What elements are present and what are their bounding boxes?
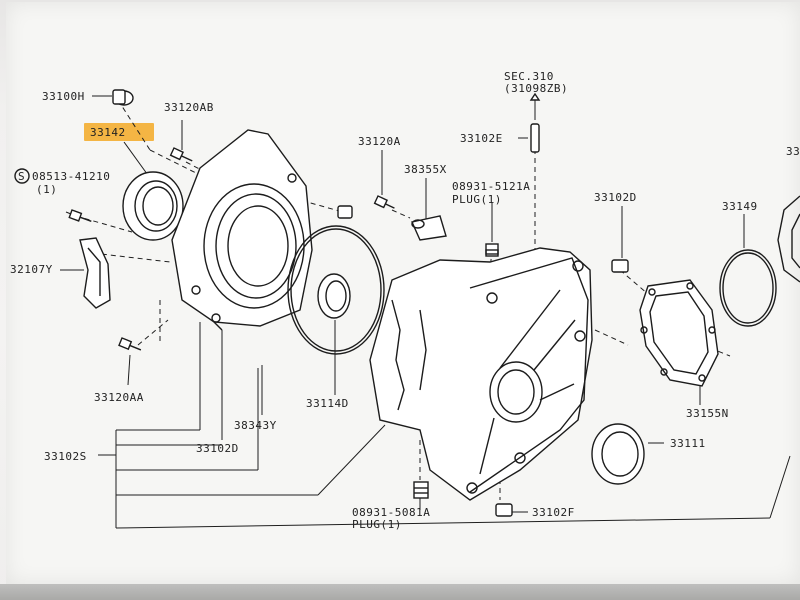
part-33155N-gasket [639, 279, 719, 387]
part-38343Y-oring [287, 225, 385, 355]
label-33111: 33111 [670, 437, 706, 450]
label-08513-qty: (1) [36, 183, 57, 196]
part-sec-arrow [529, 92, 541, 120]
label-33120AA: 33120AA [94, 391, 144, 404]
label-38343Y: 38343Y [234, 419, 277, 432]
prefix-circle-s [14, 168, 30, 184]
part-plug-5081A [413, 481, 429, 499]
label-08513-prefix: S [18, 170, 25, 183]
label-sec-310: SEC.310 [504, 70, 554, 83]
part-33102D-pin [611, 259, 629, 273]
label-33102D-right: 33102D [594, 191, 637, 204]
label-08931-5081A-plug: PLUG(1) [352, 518, 402, 531]
label-08931-5081A: 08931-5081A [352, 506, 430, 519]
part-33114D-seal [317, 273, 351, 319]
label-33142: 33142 [90, 126, 126, 139]
part-plug-5121A [485, 243, 499, 257]
label-33120A: 33120A [358, 135, 401, 148]
label-33120AB: 33120AB [164, 101, 214, 114]
part-33102F-pin [495, 503, 513, 517]
part-33142-seal [122, 171, 184, 241]
label-33102D-bottom: 33102D [196, 442, 239, 455]
label-33114D: 33114D [306, 397, 349, 410]
monitor-screen: 33100H 33120AB 33142 S 08513-41210 (1) 3… [6, 2, 800, 584]
part-edge-component [777, 195, 800, 283]
part-bolts [68, 147, 395, 351]
label-33100H: 33100H [42, 90, 85, 103]
monitor-bezel [0, 584, 800, 600]
part-33149-oring [719, 249, 777, 327]
label-33102F: 33102F [532, 506, 575, 519]
label-33149: 33149 [722, 200, 758, 213]
part-33111-seal [591, 423, 645, 485]
label-sec-310-ref: (31098ZB) [504, 82, 568, 95]
part-labels: 33100H 33120AB 33142 S 08513-41210 (1) 3… [10, 70, 800, 531]
part-38355X [411, 215, 447, 241]
label-08931-5121A-plug: PLUG(1) [452, 193, 502, 206]
label-08513-41210: 08513-41210 [32, 170, 110, 183]
parts-diagram: 33100H 33120AB 33142 S 08513-41210 (1) 3… [10, 70, 800, 531]
label-08931-5121A: 08931-5121A [452, 180, 530, 193]
label-33102E: 33102E [460, 132, 503, 145]
label-33-edge: 33 [786, 145, 800, 158]
label-32107Y: 32107Y [10, 263, 53, 276]
part-33102E-pin [530, 123, 540, 153]
label-33102S: 33102S [44, 450, 87, 463]
label-38355X: 38355X [404, 163, 447, 176]
part-32107Y-bracket [79, 237, 111, 309]
label-33155N: 33155N [686, 407, 729, 420]
part-transfer-case [369, 247, 593, 501]
highlight-33142 [84, 123, 154, 141]
part-33100H [112, 89, 134, 106]
leader-lines [60, 95, 791, 529]
